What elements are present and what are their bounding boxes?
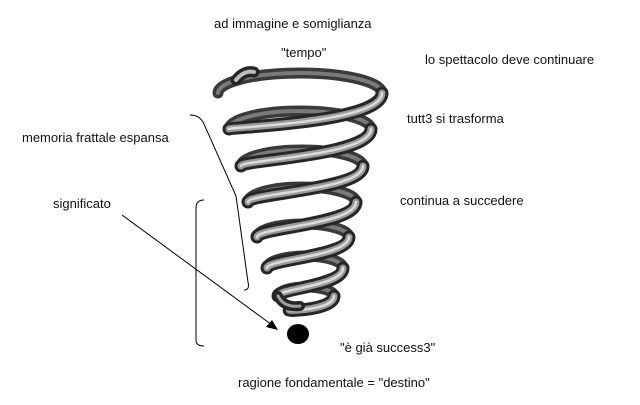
- label-time: "tempo": [281, 45, 327, 60]
- label-image-likeness: ad immagine e somiglianza: [214, 16, 372, 31]
- label-fractal-memory: memoria frattale espansa: [22, 130, 169, 145]
- label-everything-transforms: tutt3 si trasforma: [407, 111, 504, 126]
- label-fundamental-reason: ragione fondamentale = "destino": [238, 375, 430, 390]
- bracket-fractal-memory: [189, 114, 249, 291]
- coil-front-highlight-1: [239, 127, 373, 168]
- coil-back-highlight-1: [227, 109, 373, 131]
- coil-bottom-end-highlight: [276, 294, 302, 308]
- label-meaning: significato: [53, 196, 111, 211]
- label-show-must-go-on: lo spettacolo deve continuare: [425, 52, 595, 67]
- coil-top-end-highlight: [234, 69, 256, 82]
- conical-spring: [212, 66, 389, 317]
- coil-front-highlight-0: [227, 91, 384, 131]
- label-keeps-happening: continua a succedere: [400, 193, 524, 208]
- destiny-dot: [287, 324, 309, 344]
- coil-front-highlight-2: [246, 164, 365, 204]
- coil-front-highlight-3: [255, 200, 358, 239]
- bracket-meaning: [195, 199, 205, 347]
- arrow-line: [121, 214, 273, 326]
- label-already-happened: "è già success3": [340, 340, 436, 355]
- coil-back-highlight-0: [216, 71, 384, 95]
- coil-front-highlight-4: [265, 235, 351, 270]
- arrow-head: [266, 320, 278, 330]
